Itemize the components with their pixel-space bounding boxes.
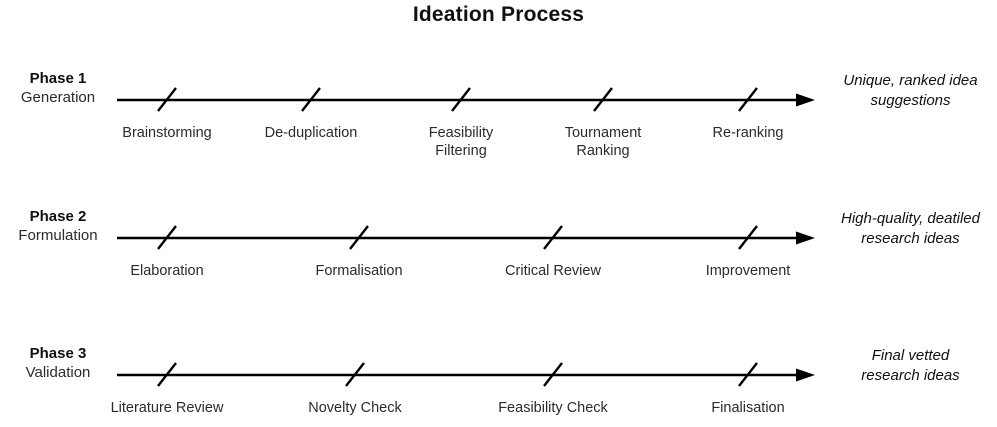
timeline-tick: [349, 225, 369, 250]
step-label: Critical Review: [505, 263, 601, 279]
phase-name: Phase 2: [29, 208, 87, 225]
step-label: Literature Review: [110, 400, 224, 416]
step-label: Improvement: [705, 263, 791, 279]
timeline-axis-phase-1: [117, 87, 815, 112]
phase-output-label: Final vetted research ideas: [861, 347, 960, 384]
timeline-tick: [543, 362, 563, 387]
timeline-axis-phase-2: [117, 225, 815, 250]
step-label: Finalisation: [711, 400, 785, 416]
step-label: Novelty Check: [308, 400, 402, 416]
timeline-tick: [593, 87, 613, 112]
step-label: Brainstorming: [122, 125, 212, 141]
timeline-tick: [738, 225, 758, 250]
step-label: Feasibility Check: [498, 400, 608, 416]
timeline-tick: [157, 362, 177, 387]
step-label: Tournament Ranking: [564, 125, 642, 159]
timeline-tick: [738, 362, 758, 387]
page-title: Ideation Process: [412, 3, 585, 26]
step-label: Feasibility Filtering: [428, 125, 494, 159]
step-label: Formalisation: [315, 263, 403, 279]
phase-output-label: Unique, ranked idea suggestions: [843, 72, 978, 109]
timeline-tick: [543, 225, 563, 250]
arrowhead-icon: [796, 368, 815, 382]
timeline-tick: [157, 87, 177, 112]
timeline-tick: [345, 362, 365, 387]
step-label: Re-ranking: [712, 125, 784, 141]
phase-output-label: High-quality, deatiled research ideas: [841, 210, 980, 247]
phase-subtitle: Validation: [25, 363, 91, 381]
phase-subtitle: Generation: [20, 88, 96, 106]
timeline-tick: [301, 87, 321, 112]
step-label: Elaboration: [130, 263, 204, 279]
timeline-axis-phase-3: [117, 362, 815, 387]
timeline-tick: [157, 225, 177, 250]
arrowhead-icon: [796, 231, 815, 245]
timeline-tick: [451, 87, 471, 112]
timeline-tick: [738, 87, 758, 112]
phase-subtitle: Formulation: [18, 226, 98, 244]
step-label: De-duplication: [264, 125, 358, 141]
arrowhead-icon: [796, 93, 815, 107]
phase-name: Phase 1: [29, 70, 87, 87]
phase-name: Phase 3: [29, 345, 87, 362]
